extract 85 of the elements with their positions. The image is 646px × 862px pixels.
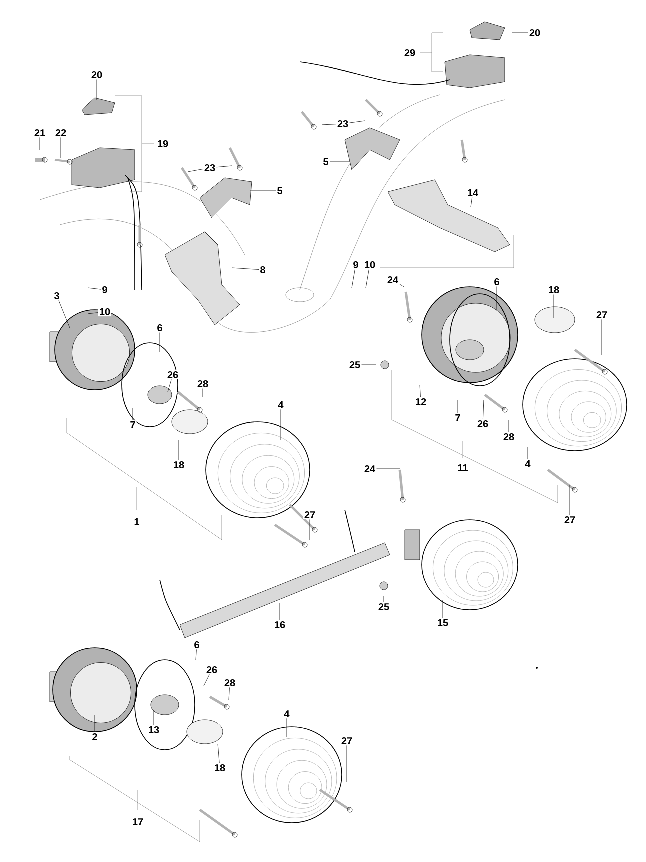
leader-line (94, 714, 96, 733)
callout-number: 24 (386, 276, 400, 284)
callout-number: 18 (213, 763, 227, 773)
callout-number: 26 (476, 419, 490, 429)
callout-number: 5 (276, 186, 284, 196)
leader-line (228, 688, 230, 700)
callout-number: 26 (205, 665, 219, 675)
callout-number: 7 (454, 414, 462, 422)
callout-number: 9 (101, 285, 109, 295)
callout-number: 23 (203, 163, 217, 173)
callout-number: 3 (53, 291, 61, 301)
callout-number: 11 (456, 464, 470, 472)
callout-number: 27 (595, 310, 609, 320)
callout-number: 28 (502, 432, 516, 442)
callout-number: 4 (283, 710, 291, 718)
callout-number: 7 (129, 420, 137, 430)
callout-number: 19 (156, 139, 170, 149)
leader-line (88, 312, 98, 314)
leader-line (420, 384, 421, 398)
callout-number: 26 (166, 370, 180, 380)
callout-number: 22 (54, 128, 68, 138)
callout-number: 8 (259, 265, 267, 275)
leader-line (218, 744, 220, 764)
leader-line (132, 408, 134, 421)
callout-number: 18 (172, 460, 186, 470)
callout-number: 5 (322, 158, 330, 166)
callout-number: 28 (196, 379, 210, 389)
callout-number: 1 (133, 518, 141, 526)
leader-line (508, 420, 510, 432)
callout-number: 29 (403, 48, 417, 58)
leader-line (362, 364, 376, 366)
leader-line (322, 124, 336, 126)
leader-line (196, 650, 197, 660)
leader-line (250, 190, 276, 192)
callout-number: 13 (147, 725, 161, 735)
callout-number: 12 (414, 398, 428, 406)
leader-line (216, 166, 232, 168)
leader-line (232, 268, 260, 270)
leader-line (88, 288, 102, 290)
callout-number: 2 (91, 732, 99, 742)
callout-number: 20 (528, 28, 542, 38)
callout-number: 21 (33, 128, 47, 138)
leader-line (188, 169, 204, 172)
callout-number: 17 (131, 818, 145, 826)
leader-line (442, 600, 444, 619)
callout-number: 10 (98, 307, 112, 317)
callout-number: 6 (493, 277, 501, 287)
leader-line (96, 80, 98, 100)
leader-line (204, 674, 210, 686)
leader-line (350, 120, 366, 124)
leader-line (483, 400, 484, 420)
callout-number: 25 (348, 360, 362, 370)
callout-number: 10 (363, 260, 377, 270)
leader-line (366, 270, 370, 288)
leader-line (496, 286, 498, 310)
leader-line (168, 380, 172, 392)
leader-line (346, 746, 348, 782)
leader-line (352, 270, 356, 288)
leader-line (512, 32, 528, 34)
callout-number: 15 (436, 618, 450, 628)
callout-number: 6 (156, 323, 164, 333)
leader-line (202, 388, 204, 398)
leader-line (470, 197, 473, 208)
callout-number: 20 (90, 70, 104, 80)
leader-line (400, 284, 404, 288)
leader-line (58, 300, 70, 328)
callout-number: 6 (193, 640, 201, 650)
callout-number: 18 (547, 285, 561, 295)
callout-number: 4 (277, 400, 285, 410)
leader-line (376, 468, 400, 470)
callout-number: 28 (223, 678, 237, 688)
callout-number: 27 (303, 510, 317, 520)
callout-number: 23 (336, 119, 350, 129)
callout-number: 25 (377, 602, 391, 612)
callout-number: 14 (466, 188, 480, 198)
leader-line (60, 138, 62, 158)
callout-number: 9 (352, 260, 360, 270)
callout-number: 16 (273, 620, 287, 630)
leader-line (178, 440, 180, 460)
leader-line (280, 409, 282, 440)
callout-number: 27 (563, 516, 577, 524)
callout-number: 27 (340, 736, 354, 746)
callout-number: 24 (363, 464, 377, 474)
callout-number: 4 (524, 460, 532, 468)
leader-line (286, 718, 288, 738)
